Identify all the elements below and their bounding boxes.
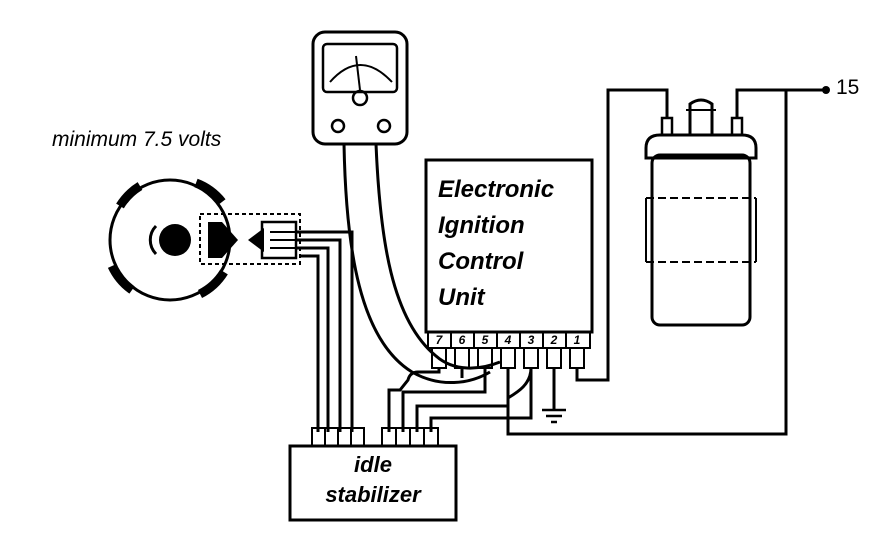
control-unit-line: Unit bbox=[438, 284, 485, 311]
control-unit-label: Electronic Ignition Control Unit bbox=[438, 172, 554, 316]
pin-label: 4 bbox=[504, 333, 512, 347]
pin-label: 1 bbox=[573, 333, 581, 347]
control-unit-line: Ignition bbox=[438, 212, 525, 239]
stabilizer-label: idle stabilizer bbox=[290, 450, 456, 510]
pin-label: 5 bbox=[481, 333, 489, 347]
control-unit bbox=[424, 158, 594, 369]
control-unit-line: Electronic bbox=[438, 176, 555, 203]
pin-label: 7 bbox=[435, 333, 443, 347]
voltage-label: minimum 7.5 volts bbox=[52, 128, 222, 151]
wiring bbox=[296, 88, 826, 436]
pin-label: 3 bbox=[527, 333, 535, 347]
distributor bbox=[107, 178, 301, 302]
stabilizer-line: idle bbox=[354, 452, 392, 477]
pin-label: 2 bbox=[550, 333, 558, 347]
stabilizer-line: stabilizer bbox=[325, 482, 421, 507]
idle-stabilizer bbox=[288, 427, 458, 522]
ignition-coil bbox=[644, 98, 758, 327]
voltmeter bbox=[311, 30, 409, 146]
terminal-15-label: 15 bbox=[836, 76, 860, 99]
pin-label: 6 bbox=[458, 333, 466, 347]
terminal-15-dot bbox=[822, 86, 830, 94]
control-unit-line: Control bbox=[438, 248, 524, 275]
